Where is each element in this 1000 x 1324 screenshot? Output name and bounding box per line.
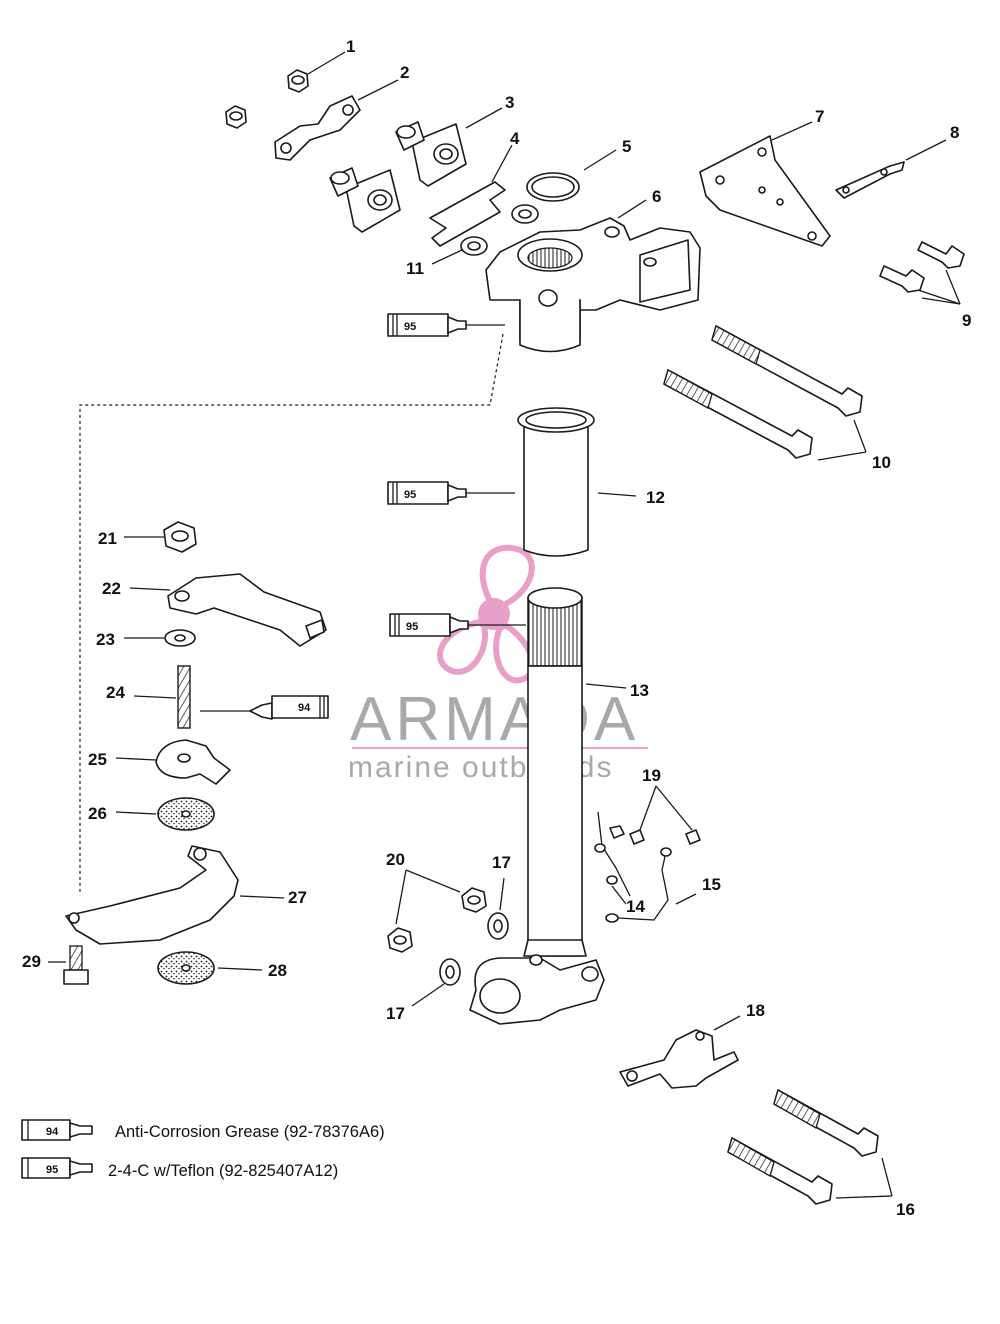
grease-tube-94: 94 xyxy=(200,695,329,720)
part-2-plate xyxy=(274,95,361,161)
callout-5: 5 xyxy=(622,137,631,156)
grease-tube-95-top: 95 xyxy=(387,313,505,337)
callout-25: 25 xyxy=(88,750,107,769)
callout-3: 3 xyxy=(505,93,514,112)
tube-label: 94 xyxy=(298,702,311,714)
tube-label: 95 xyxy=(406,621,418,633)
part-28-friction-pad xyxy=(157,951,215,985)
callout-10: 10 xyxy=(872,453,891,472)
tube-label: 95 xyxy=(404,489,416,501)
callout-9: 9 xyxy=(962,311,971,330)
part-26-friction-pad xyxy=(157,797,215,831)
part-14-ground-strap xyxy=(594,811,631,897)
dashed-routing-line xyxy=(79,333,504,895)
callout-numbers: 1 2 3 4 5 6 7 8 9 10 11 12 13 14 15 16 1… xyxy=(22,37,971,1219)
part-10-bolts xyxy=(663,325,863,459)
part-29-bolt xyxy=(63,945,89,985)
callout-7: 7 xyxy=(815,107,824,126)
part-19-screws xyxy=(609,825,701,845)
part-3-mount-front xyxy=(329,167,401,233)
part-12-bushing xyxy=(517,407,595,557)
part-6-swivel-bracket xyxy=(485,217,701,353)
callout-26: 26 xyxy=(88,804,107,823)
part-20-nut-upper xyxy=(461,887,487,913)
legend-code: 95 xyxy=(46,1164,58,1176)
grease-tube-95-middle: 95 xyxy=(387,481,515,505)
legend-text: 2-4-C w/Teflon (92-825407A12) xyxy=(108,1162,338,1180)
callout-18: 18 xyxy=(746,1001,765,1020)
part-8-plate xyxy=(835,161,905,199)
part-20-nut-lower xyxy=(387,927,413,953)
callout-15: 15 xyxy=(702,875,721,894)
callout-29: 29 xyxy=(22,952,41,971)
callout-23: 23 xyxy=(96,630,115,649)
callout-4: 4 xyxy=(510,129,520,148)
part-21-locknut xyxy=(163,521,197,553)
part-7-bracket xyxy=(699,135,831,247)
callout-21: 21 xyxy=(98,529,117,548)
callout-6: 6 xyxy=(652,187,661,206)
callout-8: 8 xyxy=(950,123,959,142)
callout-27: 27 xyxy=(288,888,307,907)
part-25-plate xyxy=(155,739,231,785)
callout-24: 24 xyxy=(106,683,125,702)
callout-20: 20 xyxy=(386,850,405,869)
grease-tube-95-lower: 95 xyxy=(389,613,526,637)
legend-code: 94 xyxy=(46,1126,59,1138)
part-1-nut xyxy=(287,69,309,93)
part-3-mount-rear xyxy=(395,121,467,187)
part-16-bolts xyxy=(727,1089,879,1205)
tube-label: 95 xyxy=(404,321,416,333)
part-13-steering-tube xyxy=(469,587,605,1025)
part-9-bolts xyxy=(879,241,965,293)
legend-text: Anti-Corrosion Grease (92-78376A6) xyxy=(115,1123,385,1141)
legend-item-95: 95 2-4-C w/Teflon (92-825407A12) xyxy=(21,1157,338,1180)
part-nut-left xyxy=(225,105,247,129)
callout-12: 12 xyxy=(646,488,665,507)
part-24-stud xyxy=(177,665,191,729)
leader-lines xyxy=(48,51,961,1199)
part-23-washer xyxy=(164,629,196,647)
callout-13: 13 xyxy=(630,681,649,700)
callout-17-lower: 17 xyxy=(386,1004,405,1023)
callout-22: 22 xyxy=(102,579,121,598)
part-22-lever xyxy=(167,573,327,647)
callout-2: 2 xyxy=(400,63,409,82)
callout-1: 1 xyxy=(346,37,355,56)
part-18-clamp xyxy=(619,1029,739,1089)
callout-28: 28 xyxy=(268,961,287,980)
callout-14: 14 xyxy=(626,897,645,916)
part-27-arm xyxy=(65,845,239,945)
callout-11: 11 xyxy=(406,259,424,278)
callout-16: 16 xyxy=(896,1200,915,1219)
propeller-logo-icon xyxy=(437,544,536,684)
callout-17-upper: 17 xyxy=(492,853,511,872)
part-15-ground-wire xyxy=(605,847,672,923)
part-4-plate xyxy=(429,181,506,247)
callout-19: 19 xyxy=(642,766,661,785)
watermark-title: ARMADA xyxy=(350,685,639,754)
legend-item-94: 94 Anti-Corrosion Grease (92-78376A6) xyxy=(21,1119,385,1141)
legend: 94 Anti-Corrosion Grease (92-78376A6) 95… xyxy=(21,1119,385,1180)
armada-watermark: ARMADA marine outboards xyxy=(348,544,648,784)
